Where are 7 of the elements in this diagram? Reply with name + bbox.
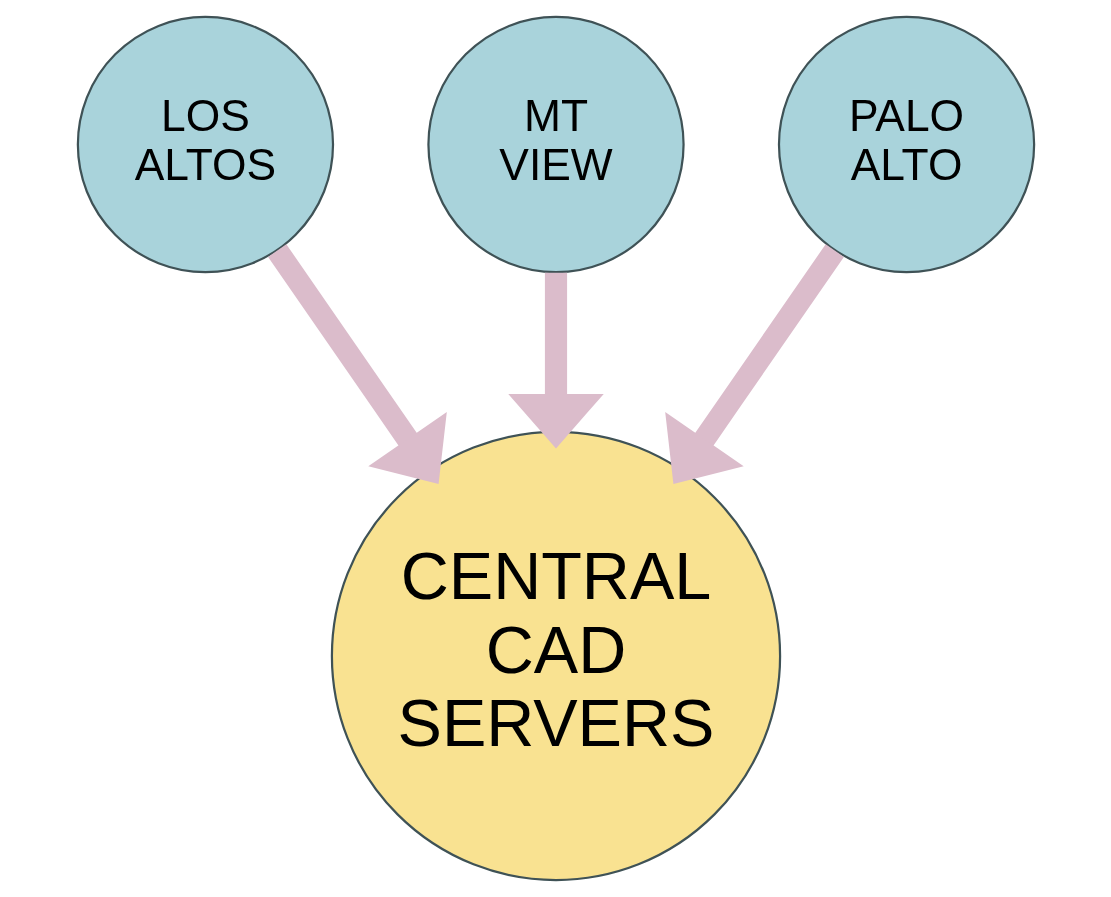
node-circle: MT VIEW (426, 15, 685, 274)
node-circle: PALO ALTO (777, 15, 1035, 274)
arrow (267, 244, 447, 484)
arrow (664, 244, 844, 484)
arrow (507, 272, 604, 449)
node-circle: LOS ALTOS (76, 15, 334, 274)
node-circle: CENTRAL CAD SERVERS (330, 430, 781, 882)
